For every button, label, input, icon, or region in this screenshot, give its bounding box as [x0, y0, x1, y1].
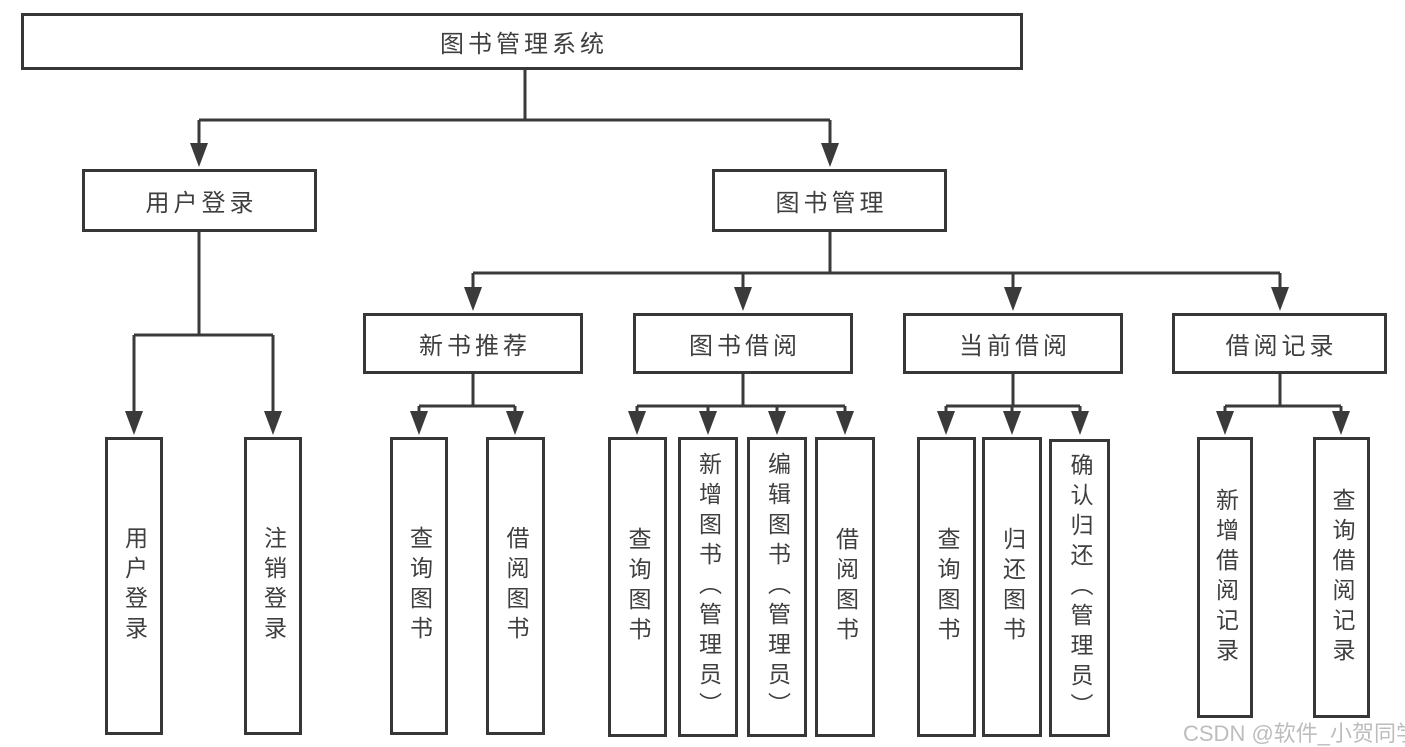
- node-label: 查询借阅记录: [1329, 487, 1355, 668]
- arrow-down-icon: [734, 287, 752, 311]
- node-label: 新增图书（管理员）: [695, 452, 722, 722]
- arrow-down-icon: [937, 411, 955, 435]
- leaf-query-books-current: 查询图书: [917, 437, 976, 737]
- arrow-down-icon: [410, 411, 428, 435]
- leaf-add-borrow-record: 新增借阅记录: [1197, 437, 1253, 718]
- connector-bookborrow-to-leaves: [628, 374, 854, 435]
- node-user-login: 用户登录: [82, 169, 317, 232]
- csdn-watermark: CSDN @软件_小贺同学: [1183, 721, 1405, 746]
- leaf-query-books-newbooks: 查询图书: [390, 437, 448, 735]
- leaf-borrow-books-borrow: 借阅图书: [815, 437, 875, 737]
- node-label: 图书借阅: [689, 333, 801, 360]
- node-label: 用户登录: [145, 190, 258, 217]
- node-label: 新增借阅记录: [1212, 487, 1239, 668]
- arrow-down-icon: [768, 411, 786, 435]
- arrow-down-icon: [1332, 411, 1350, 435]
- node-new-book-recommend: 新书推荐: [363, 313, 583, 374]
- arrow-down-icon: [628, 411, 646, 435]
- node-book-management-system: 图书管理系统: [21, 13, 1023, 70]
- node-label: 借阅图书: [832, 527, 859, 647]
- connector-bookmgmt-to-level3: [464, 232, 1289, 311]
- node-label: 确认归还（管理员）: [1067, 453, 1093, 723]
- node-label: 新书推荐: [419, 333, 531, 360]
- node-borrow-records: 借阅记录: [1172, 313, 1387, 374]
- arrow-down-icon: [699, 411, 717, 435]
- arrow-down-icon: [836, 411, 854, 435]
- connector-newbooks-to-leaves: [410, 374, 524, 435]
- node-current-borrow: 当前借阅: [903, 313, 1123, 374]
- node-book-borrow: 图书借阅: [633, 313, 853, 374]
- node-label: 注销登录: [260, 526, 287, 646]
- arrow-down-icon: [1216, 411, 1234, 435]
- leaf-query-borrow-record: 查询借阅记录: [1313, 437, 1370, 718]
- arrow-down-icon: [506, 411, 524, 435]
- leaf-add-book-admin: 新增图书（管理员）: [678, 437, 738, 737]
- connector-userlogin-to-leaves: [125, 232, 282, 435]
- node-label: 查询图书: [625, 527, 651, 647]
- arrow-down-icon: [1271, 287, 1289, 311]
- leaf-confirm-return-admin: 确认归还（管理员）: [1049, 439, 1110, 737]
- node-label: 编辑图书（管理员）: [764, 452, 791, 722]
- node-book-management: 图书管理: [712, 169, 947, 232]
- arrow-down-icon: [125, 411, 143, 435]
- arrow-down-icon: [1071, 411, 1089, 435]
- node-label: 图书管理系统: [440, 31, 608, 58]
- leaf-user-login: 用户登录: [105, 437, 163, 735]
- arrow-down-icon: [1004, 287, 1022, 311]
- node-label: 归还图书: [999, 527, 1026, 647]
- node-label: 当前借阅: [959, 333, 1071, 360]
- leaf-logout-login: 注销登录: [244, 437, 302, 735]
- node-label: 借阅记录: [1225, 333, 1338, 360]
- node-label: 查询图书: [934, 527, 960, 647]
- connector-currentborrow-to-leaves: [937, 374, 1089, 435]
- connector-borrowrecords-to-leaves: [1216, 374, 1350, 435]
- arrow-down-icon: [264, 411, 282, 435]
- connector-root-to-level2: [190, 70, 839, 167]
- leaf-query-books-borrow: 查询图书: [608, 437, 667, 737]
- arrow-down-icon: [190, 143, 208, 167]
- node-label: 查询图书: [406, 526, 433, 646]
- arrow-down-icon: [464, 287, 482, 311]
- arrow-down-icon: [821, 143, 839, 167]
- node-label: 借阅图书: [503, 526, 529, 646]
- arrow-down-icon: [1003, 411, 1021, 435]
- leaf-edit-book-admin: 编辑图书（管理员）: [747, 437, 807, 737]
- leaf-borrow-books-newbooks: 借阅图书: [486, 437, 545, 735]
- node-label: 用户登录: [121, 526, 148, 646]
- leaf-return-book: 归还图书: [982, 437, 1042, 737]
- node-label: 图书管理: [775, 190, 888, 217]
